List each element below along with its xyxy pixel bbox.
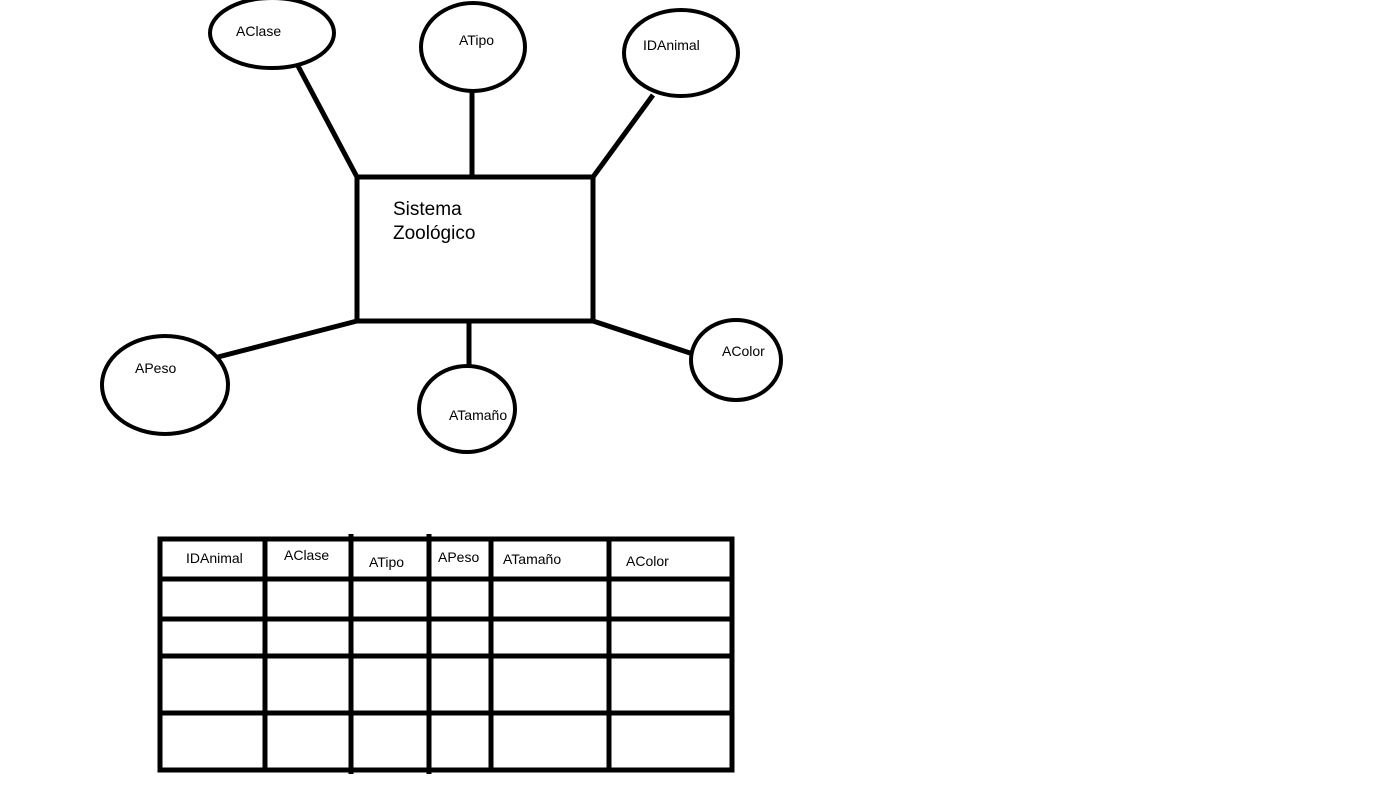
connector-apeso xyxy=(217,318,358,360)
table-header-idanimal: IDAnimal xyxy=(186,550,243,566)
attribute-aclase: AClase xyxy=(208,0,336,70)
attribute-label: AColor xyxy=(722,343,765,359)
entity-sistema-zoologico: Sistema Zoológico xyxy=(354,174,596,324)
table-header-atamano: ATamaño xyxy=(503,551,561,567)
attribute-label: ATamaño xyxy=(449,407,507,423)
attribute-atamano: ATamaño xyxy=(417,364,517,454)
table-header-aclase: AClase xyxy=(284,547,329,563)
attribute-ellipse xyxy=(417,364,517,454)
attribute-ellipse xyxy=(689,318,783,402)
attribute-ellipse xyxy=(622,8,740,98)
attribute-label: AClase xyxy=(236,23,281,39)
entity-box xyxy=(354,174,596,324)
attribute-table: IDAnimal AClase ATipo APeso ATamaño ACol… xyxy=(157,534,735,774)
attribute-idanimal: IDAnimal xyxy=(622,8,740,98)
entity-label-line1: Sistema xyxy=(393,199,462,220)
connector-acolor xyxy=(592,318,694,357)
table-header-acolor: AColor xyxy=(626,553,669,569)
attribute-label: APeso xyxy=(135,360,176,376)
attribute-acolor: AColor xyxy=(689,318,783,402)
entity-label-line2: Zoológico xyxy=(393,223,475,244)
connector-idanimal xyxy=(590,93,656,179)
connector-aclase xyxy=(295,64,360,179)
attribute-atipo: ATipo xyxy=(419,1,527,93)
connectors xyxy=(217,64,694,367)
attribute-apeso: APeso xyxy=(100,334,230,436)
attribute-label: ATipo xyxy=(459,32,494,48)
attribute-label: IDAnimal xyxy=(643,37,700,53)
attribute-ellipse xyxy=(419,1,527,93)
attribute-ellipse xyxy=(100,334,230,436)
attribute-ellipse xyxy=(208,0,336,70)
table-header-atipo: ATipo xyxy=(369,554,404,570)
table-header-apeso: APeso xyxy=(438,549,479,565)
